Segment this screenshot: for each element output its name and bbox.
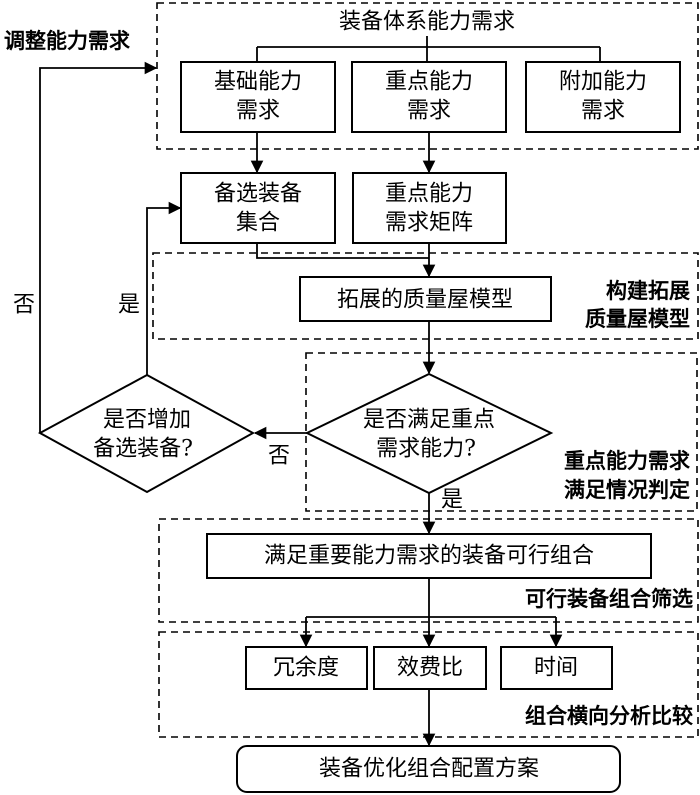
meet-requirement-diamond xyxy=(304,372,554,495)
branch-no-up: 否 xyxy=(13,293,35,318)
key-capability-line1: 重点能力 xyxy=(385,70,473,95)
extra-capability-box xyxy=(525,61,681,133)
merge-to-qfd xyxy=(256,243,430,259)
candidate-line2: 集合 xyxy=(236,211,280,236)
final-plan-box xyxy=(236,745,621,793)
cost-eff-text: 效费比 xyxy=(397,656,463,681)
region-requirement-judgement xyxy=(305,352,698,512)
key-capability-box xyxy=(351,61,507,133)
system-title: 装备体系能力需求 xyxy=(339,10,515,35)
add-line2: 备选装备? xyxy=(93,437,193,462)
qfd-model-box xyxy=(299,276,552,322)
final-text: 装备优化组合配置方案 xyxy=(319,757,539,782)
label-build-line2: 质量屋模型 xyxy=(585,307,690,331)
basic-capability-line1: 基础能力 xyxy=(214,70,302,95)
label-judge-line2: 满足情况判定 xyxy=(564,478,690,502)
time-box xyxy=(500,646,613,690)
region-qfd-model xyxy=(152,252,699,340)
redundancy-box xyxy=(245,646,368,690)
branch-yes-up: 是 xyxy=(118,293,140,318)
cost-effectiveness-box xyxy=(373,646,487,690)
redundancy-text: 冗余度 xyxy=(273,656,339,681)
add-line1: 是否增加 xyxy=(103,408,191,433)
key-capability-line2: 需求 xyxy=(407,99,451,124)
extra-capability-line2: 需求 xyxy=(581,99,625,124)
extra-capability-line1: 附加能力 xyxy=(559,70,647,95)
matrix-line2: 需求矩阵 xyxy=(385,211,473,236)
meet-line2: 需求能力? xyxy=(376,437,476,462)
qfd-text: 拓展的质量屋模型 xyxy=(337,288,513,313)
basic-capability-line2: 需求 xyxy=(236,99,280,124)
region-capability-requirements xyxy=(156,2,699,150)
add-candidate-diamond xyxy=(37,373,256,494)
time-text: 时间 xyxy=(534,656,578,681)
tree-connector xyxy=(256,36,601,62)
label-screen: 可行装备组合筛选 xyxy=(525,587,693,611)
feasible-text: 满足重要能力需求的装备可行组合 xyxy=(264,544,594,569)
candidate-line1: 备选装备 xyxy=(214,182,302,207)
arrow-yes-to-candidate xyxy=(146,201,182,375)
label-judge-line1: 重点能力需求 xyxy=(564,449,690,473)
label-adjust: 调整能力需求 xyxy=(4,29,130,53)
branch-yes-down: 是 xyxy=(441,488,463,513)
matrix-line1: 重点能力 xyxy=(385,182,473,207)
arrow-no-to-adjust xyxy=(39,61,158,433)
label-compare: 组合横向分析比较 xyxy=(525,704,693,728)
basic-capability-box xyxy=(180,61,336,133)
meet-line1: 是否满足重点 xyxy=(363,408,495,433)
label-build-line1: 构建拓展 xyxy=(606,279,690,303)
branch-no-left: 否 xyxy=(268,444,290,469)
key-requirement-matrix-box xyxy=(352,172,507,244)
